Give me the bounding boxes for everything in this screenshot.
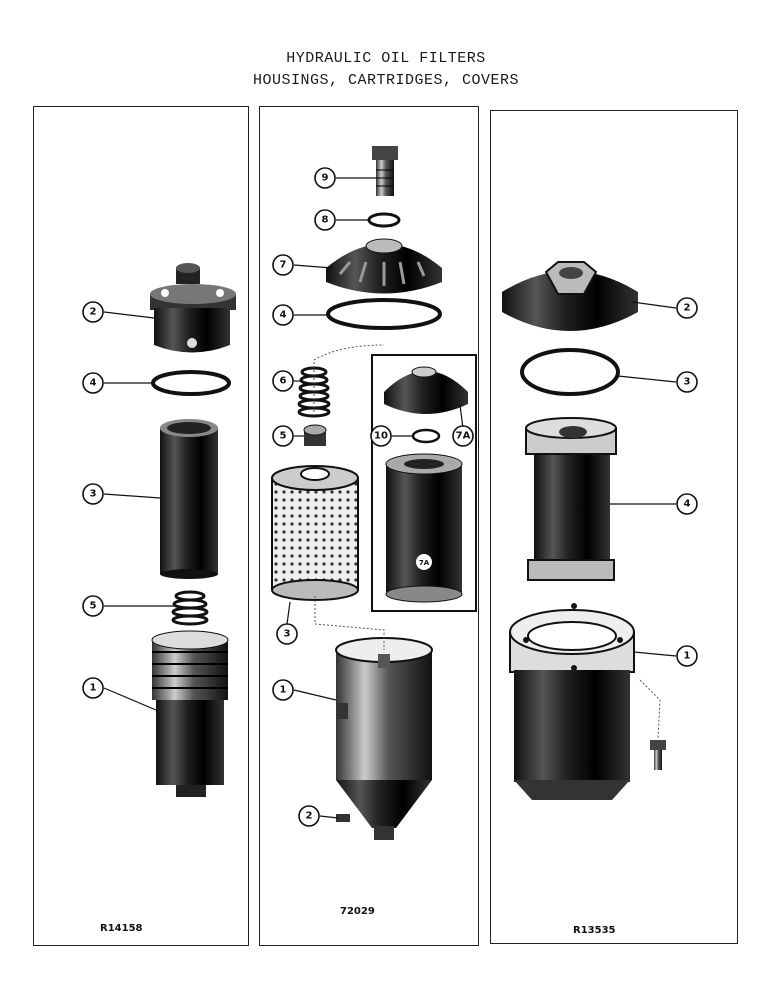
left-spring-part [171,590,209,626]
svg-text:4: 4 [684,499,691,510]
callout-center-3: 3 [276,623,298,645]
inset-cover-part [384,366,468,414]
svg-text:8: 8 [322,215,329,226]
callout-center-5: 5 [272,425,294,447]
right-screw-part [639,679,666,770]
right-cover-part [502,261,638,331]
inset-cartridge-part: 7A [385,453,463,603]
svg-text:5: 5 [280,431,287,442]
left-head-part [150,263,236,353]
callout-left-2: 2 [82,301,104,323]
center-cartridge-part [271,465,359,601]
center-nut-part [303,424,327,446]
svg-text:2: 2 [90,307,97,318]
callout-center-7a: 7A [452,425,474,447]
svg-text:2: 2 [684,303,691,314]
left-housing-part [151,630,229,797]
diagram-title-line1: HYDRAULIC OIL FILTERS [286,50,486,67]
center-housing-part [335,637,433,840]
right-housing-part [509,603,635,800]
diagram-title-line2: HOUSINGS, CARTRIDGES, COVERS [252,72,520,89]
callout-center-1: 1 [272,679,294,701]
panel-right-code: R13535 [573,925,616,936]
svg-text:1: 1 [90,683,97,694]
callout-center-7: 7 [272,254,294,276]
callout-left-3: 3 [82,483,104,505]
svg-text:5: 5 [90,601,97,612]
callout-left-4: 4 [82,372,104,394]
svg-text:1: 1 [684,651,691,662]
center-gasket-part [326,298,442,330]
callout-left-1: 1 [82,677,104,699]
right-cartridge-part [525,417,617,581]
center-drain-plug-part [336,814,350,822]
svg-text:7: 7 [280,260,287,271]
svg-text:2: 2 [306,811,313,822]
callout-right-2: 2 [676,297,698,319]
panel-right [490,110,738,944]
panel-center-code: 72029 [340,906,375,917]
center-bolt-part [372,146,398,196]
callout-left-5: 5 [82,595,104,617]
svg-text:1: 1 [280,685,287,696]
callout-right-3: 3 [676,371,698,393]
svg-text:3: 3 [284,629,291,640]
callout-center-8: 8 [314,209,336,231]
callout-center-4: 4 [272,304,294,326]
callout-center-9: 9 [314,167,336,189]
right-oring-part [520,348,620,396]
svg-text:4: 4 [280,310,287,321]
callout-center-6: 6 [272,370,294,392]
svg-text:10: 10 [374,431,388,442]
callout-center-2: 2 [298,805,320,827]
svg-text:3: 3 [684,377,691,388]
callout-right-4: 4 [676,493,698,515]
svg-text:4: 4 [90,378,97,389]
inset-cartridge-mark: 7A [419,559,430,567]
left-oring-part [151,370,231,396]
panel-left-code: R14158 [100,923,143,934]
svg-text:7A: 7A [456,431,471,442]
left-cartridge-part [160,419,218,579]
center-cover-part [326,238,442,294]
callout-center-10: 10 [370,425,392,447]
svg-text:9: 9 [322,173,329,184]
callout-right-1: 1 [676,645,698,667]
svg-text:3: 3 [90,489,97,500]
svg-text:6: 6 [280,376,287,387]
